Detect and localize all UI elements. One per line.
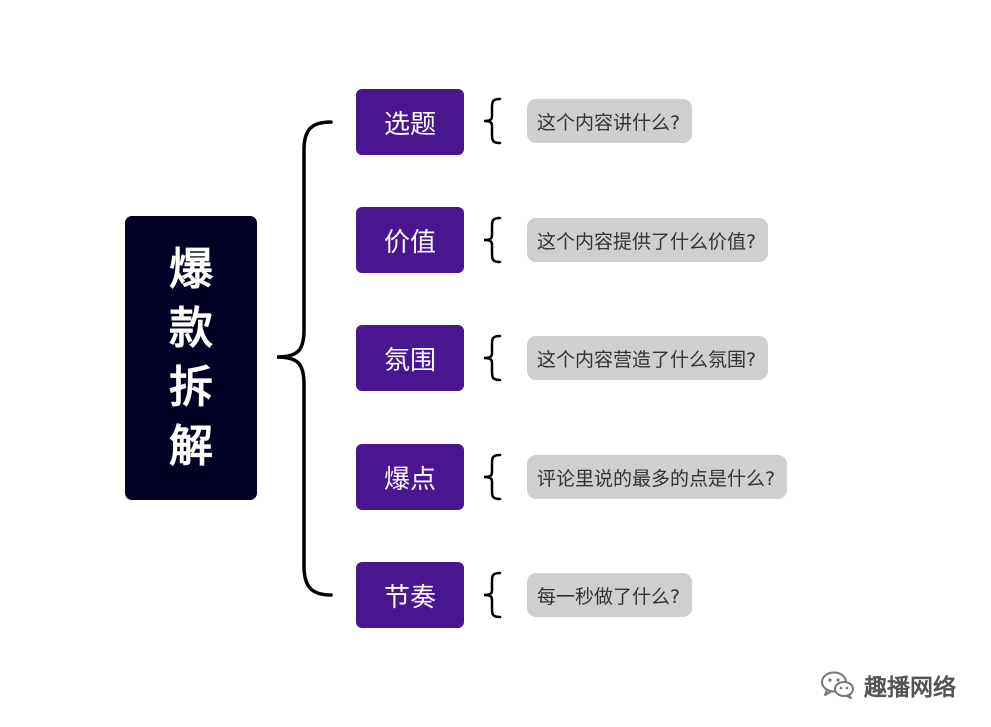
branch-node-rhythm: 节奏	[356, 562, 464, 628]
small-brace-3	[483, 334, 502, 382]
small-brace-2	[483, 216, 502, 264]
desc-atmosphere: 这个内容营造了什么氛围?	[527, 336, 769, 380]
wechat-icon	[821, 671, 854, 699]
branch-node-highlight: 爆点	[356, 444, 464, 510]
branch-node-topic: 选题	[356, 89, 464, 155]
small-brace-4	[483, 453, 502, 501]
main-brace	[276, 120, 333, 597]
small-brace-1	[483, 97, 502, 145]
desc-highlight: 评论里说的最多的点是什么?	[527, 455, 788, 499]
desc-value: 这个内容提供了什么价值?	[527, 218, 769, 262]
branch-node-value: 价值	[356, 207, 464, 273]
root-node: 爆款拆解	[125, 216, 257, 500]
watermark-text: 趣播网络	[864, 675, 956, 701]
small-brace-5	[483, 571, 502, 619]
desc-rhythm: 每一秒做了什么?	[527, 573, 693, 617]
root-title: 爆款拆解	[169, 244, 213, 472]
branch-node-atmosphere: 氛围	[356, 325, 464, 391]
desc-topic: 这个内容讲什么?	[527, 99, 693, 143]
watermark: 趣播网络	[820, 668, 956, 702]
